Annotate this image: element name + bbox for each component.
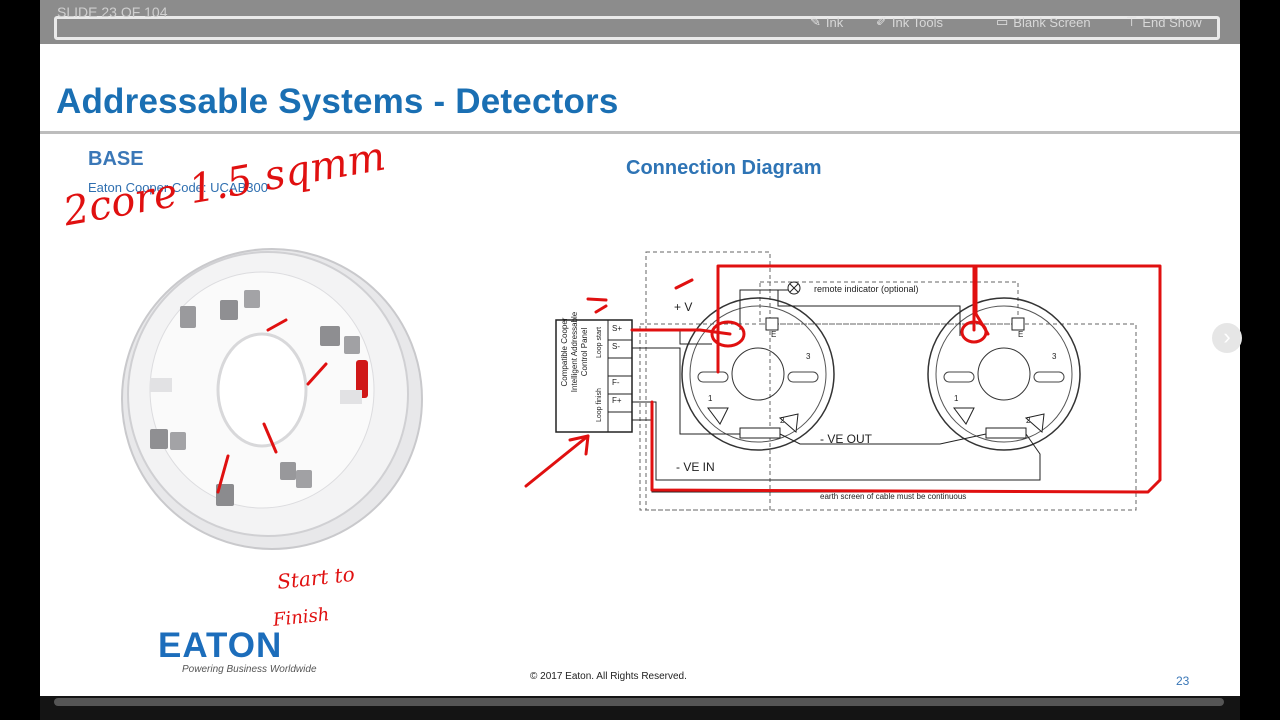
slide-counter: SLIDE 23 OF 104 <box>57 4 168 20</box>
bottom-strip <box>54 698 1224 706</box>
detector-2-terminal-1: 1 <box>954 394 959 403</box>
terminal-f-plus: F+ <box>612 396 622 405</box>
detector-1-terminal-3: 3 <box>806 352 811 361</box>
bottom-bar <box>40 696 1240 720</box>
blank-screen-label: Blank Screen <box>1013 14 1091 30</box>
end-show-icon: ⊤ <box>1126 14 1138 29</box>
base-heading: BASE <box>88 148 144 170</box>
ink-button[interactable]: ✎ Ink <box>810 14 843 30</box>
detector-2-terminal-2: 2 <box>1026 416 1031 425</box>
detector-2-e-mark: E <box>1018 330 1024 339</box>
slide-canvas: Addressable Systems - Detectors BASE Eat… <box>40 44 1242 696</box>
next-slide-arrow-icon[interactable]: › <box>1212 323 1242 353</box>
toolbar-frame <box>54 16 1220 40</box>
blank-screen-button[interactable]: ▭ Blank Screen <box>996 14 1091 30</box>
base-code-label: Eaton Cooper Code: UCAB300 <box>88 180 268 195</box>
ink-annotations <box>216 264 1162 494</box>
presenter-toolbar: SLIDE 23 OF 104 ✎ Ink ✐ Ink Tools ▭ Blan… <box>40 0 1240 44</box>
slide-title: Addressable Systems - Detectors <box>56 82 619 121</box>
ve-out-label: - VE OUT <box>820 432 873 446</box>
screen-icon: ▭ <box>996 14 1009 29</box>
ink-label: Ink <box>825 14 844 30</box>
title-divider <box>40 131 1240 134</box>
detector-2-terminal-3: 3 <box>1052 352 1057 361</box>
detector-1-terminal-2: 2 <box>780 416 785 425</box>
ink-tools-icon: ✐ <box>876 14 887 29</box>
terminal-f-minus: F- <box>612 378 620 387</box>
logo-wordmark: EATON <box>158 626 283 665</box>
end-show-button[interactable]: ⊤ End Show <box>1126 14 1202 30</box>
remote-indicator-label: remote indicator (optional) <box>814 284 919 294</box>
pen-icon: ✎ <box>810 14 821 29</box>
plus-v-label: + V <box>674 300 693 314</box>
terminal-s-plus: S+ <box>612 324 623 333</box>
logo-tagline: Powering Business Worldwide <box>182 664 317 675</box>
page-number: 23 <box>1176 674 1190 688</box>
terminal-s-minus: S- <box>612 342 620 351</box>
ink-tools-label: Ink Tools <box>891 14 943 30</box>
detector-1-terminal-1: 1 <box>708 394 713 403</box>
eaton-logo: EATON Powering Business Worldwide <box>158 626 317 676</box>
connection-diagram-heading: Connection Diagram <box>626 157 822 179</box>
earth-screen-note: earth screen of cable must be continuous <box>820 492 967 501</box>
ve-in-label: - VE IN <box>676 460 715 474</box>
end-show-label: End Show <box>1142 14 1202 30</box>
ink-tools-button[interactable]: ✐ Ink Tools <box>876 14 943 30</box>
detector-1-e-mark: E <box>771 330 777 339</box>
detector-base-image <box>121 248 423 550</box>
copyright-text: © 2017 Eaton. All Rights Reserved. <box>530 671 687 682</box>
